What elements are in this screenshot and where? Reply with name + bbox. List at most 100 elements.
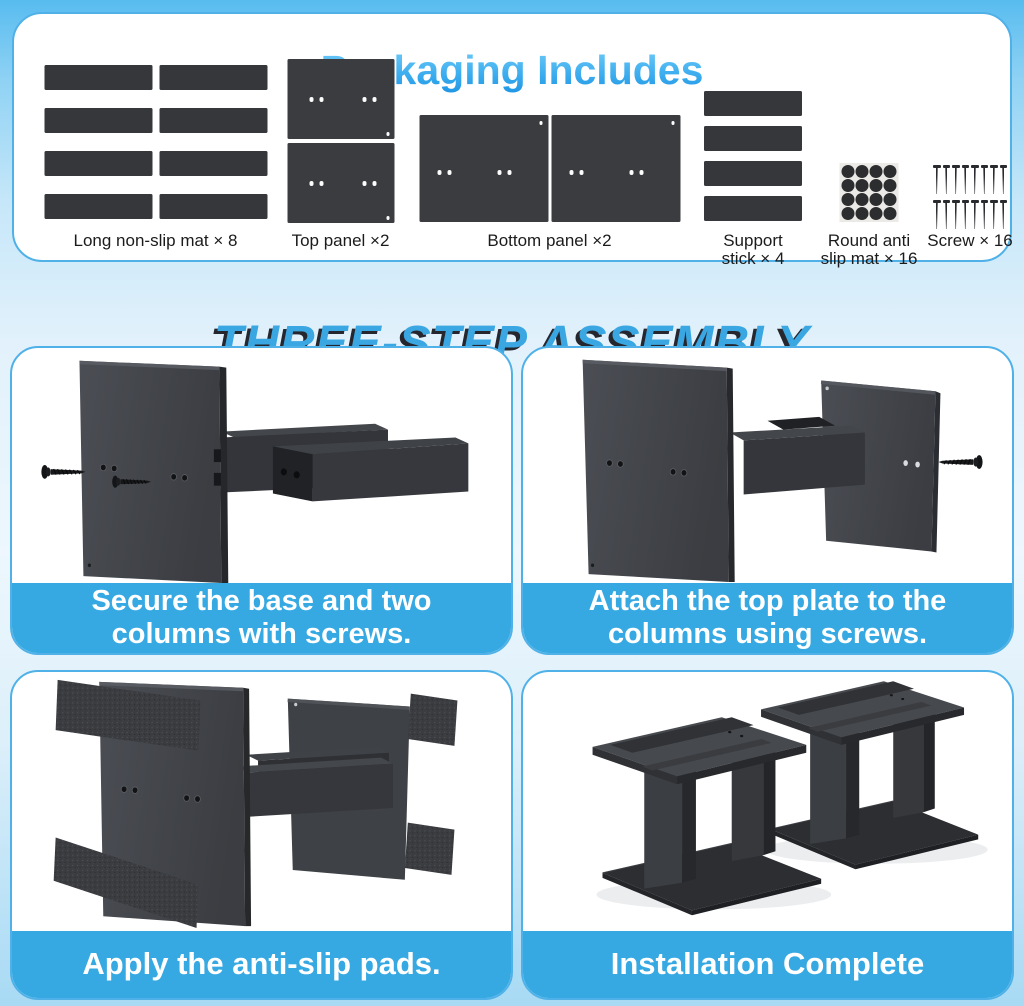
screw-glyph (999, 165, 1008, 194)
round-mat-graphic (839, 163, 899, 222)
screw-glyph (980, 165, 989, 194)
packaging-card: Packaging Includes Long non-slip mat × 8… (12, 12, 1013, 268)
screw-glyph (980, 200, 989, 229)
step-2-caption: Attach the top plate to the columns usin… (523, 583, 1012, 653)
screw-glyph (999, 200, 1008, 229)
long-non-slip-mat-part (159, 65, 267, 90)
screw-glyph (952, 200, 960, 229)
long-non-slip-mat-part (44, 194, 152, 219)
round-pad (841, 165, 855, 178)
column-parts (236, 746, 393, 817)
speaker-stand (592, 716, 832, 916)
long-non-slip-mat-part (159, 194, 267, 219)
round-pad (855, 165, 869, 178)
screw-glyph (942, 200, 951, 229)
screw-glyph (990, 165, 998, 194)
step-4-caption: Installation Complete (523, 931, 1012, 998)
top-panel-label: Top panel ×2 (291, 231, 390, 250)
bottom-panel-graphic (419, 115, 680, 222)
screw-glyph (971, 165, 979, 194)
support-stick-part (704, 161, 802, 186)
panel-hole-dot (372, 97, 377, 102)
top-panel-graphic (287, 59, 394, 223)
long-mat-label: Long non-slip mat × 8 (73, 231, 238, 250)
bottom-panel-part (419, 115, 548, 222)
round-pad (869, 179, 883, 192)
anti-slip-pad (404, 693, 458, 875)
screw-graphic (933, 165, 1007, 229)
screw-icon (937, 454, 984, 470)
screw-glyph (942, 165, 951, 194)
screw-glyph (990, 200, 998, 229)
base-plate (582, 359, 735, 583)
packaging-item-top-panel: Top panel ×2 (287, 14, 394, 260)
step-1-caption: Secure the base and two columns with scr… (12, 583, 511, 653)
step-card-3: Apply the anti-slip pads. (10, 670, 513, 1000)
top-panel-part (287, 59, 394, 139)
step-2-graphic (523, 348, 1012, 583)
panel-hole-dot (362, 181, 367, 186)
round-pad (883, 179, 897, 192)
panel-hole-dot (309, 181, 314, 186)
panel-hole-dot (639, 170, 644, 175)
panel-corner-dot (539, 121, 543, 125)
round-pad (841, 193, 855, 206)
long-non-slip-mat-part (44, 151, 152, 176)
panel-hole-dot (447, 170, 452, 175)
speaker-stand (760, 680, 989, 870)
round-pad (869, 207, 883, 220)
screw-row (933, 200, 1007, 229)
screw-glyph (961, 165, 970, 194)
step-1-graphic (12, 348, 511, 583)
screw-row (933, 165, 1007, 194)
panel-corner-dot (386, 216, 390, 220)
step-3-graphic (12, 672, 511, 931)
long-non-slip-mat-part (44, 65, 152, 90)
panel-hole-dot (497, 170, 502, 175)
panel-hole-dot (579, 170, 584, 175)
panel-hole-dot (362, 97, 367, 102)
screw-glyph (933, 165, 941, 194)
top-plate (820, 380, 941, 553)
panel-corner-dot (386, 132, 390, 136)
panel-hole-dot (507, 170, 512, 175)
support-stick-part (704, 196, 802, 221)
screw-icon (40, 464, 86, 480)
screw-glyph (952, 165, 960, 194)
support-stick-part (704, 126, 802, 151)
step-3-caption: Apply the anti-slip pads. (12, 931, 511, 998)
round-pad (883, 193, 897, 206)
panel-corner-dot (671, 121, 675, 125)
panel-hole-dot (437, 170, 442, 175)
round-pad (841, 207, 855, 220)
anti-slip-pad (53, 679, 201, 929)
round-pad (883, 165, 897, 178)
base-plate (79, 360, 229, 583)
screw-glyph (933, 200, 941, 229)
round-pad (869, 165, 883, 178)
round-pad (855, 193, 869, 206)
panel-hole-dot (319, 181, 324, 186)
round-pad (855, 207, 869, 220)
support-stick-graphic (704, 91, 802, 221)
packaging-item-support-stick: Support stick × 4 (704, 14, 802, 268)
packaging-item-bottom-panel: Bottom panel ×2 (419, 14, 680, 260)
step-card-2: Attach the top plate to the columns usin… (521, 346, 1014, 655)
panel-hole-dot (629, 170, 634, 175)
bottom-panel-label: Bottom panel ×2 (487, 231, 612, 250)
top-panel-part (287, 143, 394, 223)
column-parts (729, 416, 865, 495)
screw-glyph (961, 200, 970, 229)
packaging-item-screw: Screw × 16 (927, 14, 1013, 260)
bottom-panel-part (551, 115, 680, 222)
long-non-slip-mat-part (44, 108, 152, 133)
round-pad (869, 193, 883, 206)
support-stick-label: Support stick × 4 (721, 231, 785, 269)
long-non-slip-mat-part (159, 151, 267, 176)
step-card-1: Secure the base and two columns with scr… (10, 346, 513, 655)
long-non-slip-mat-part (159, 108, 267, 133)
packaging-item-round-mat: Round anti slip mat × 16 (821, 14, 917, 268)
panel-hole-dot (569, 170, 574, 175)
round-pad (841, 179, 855, 192)
